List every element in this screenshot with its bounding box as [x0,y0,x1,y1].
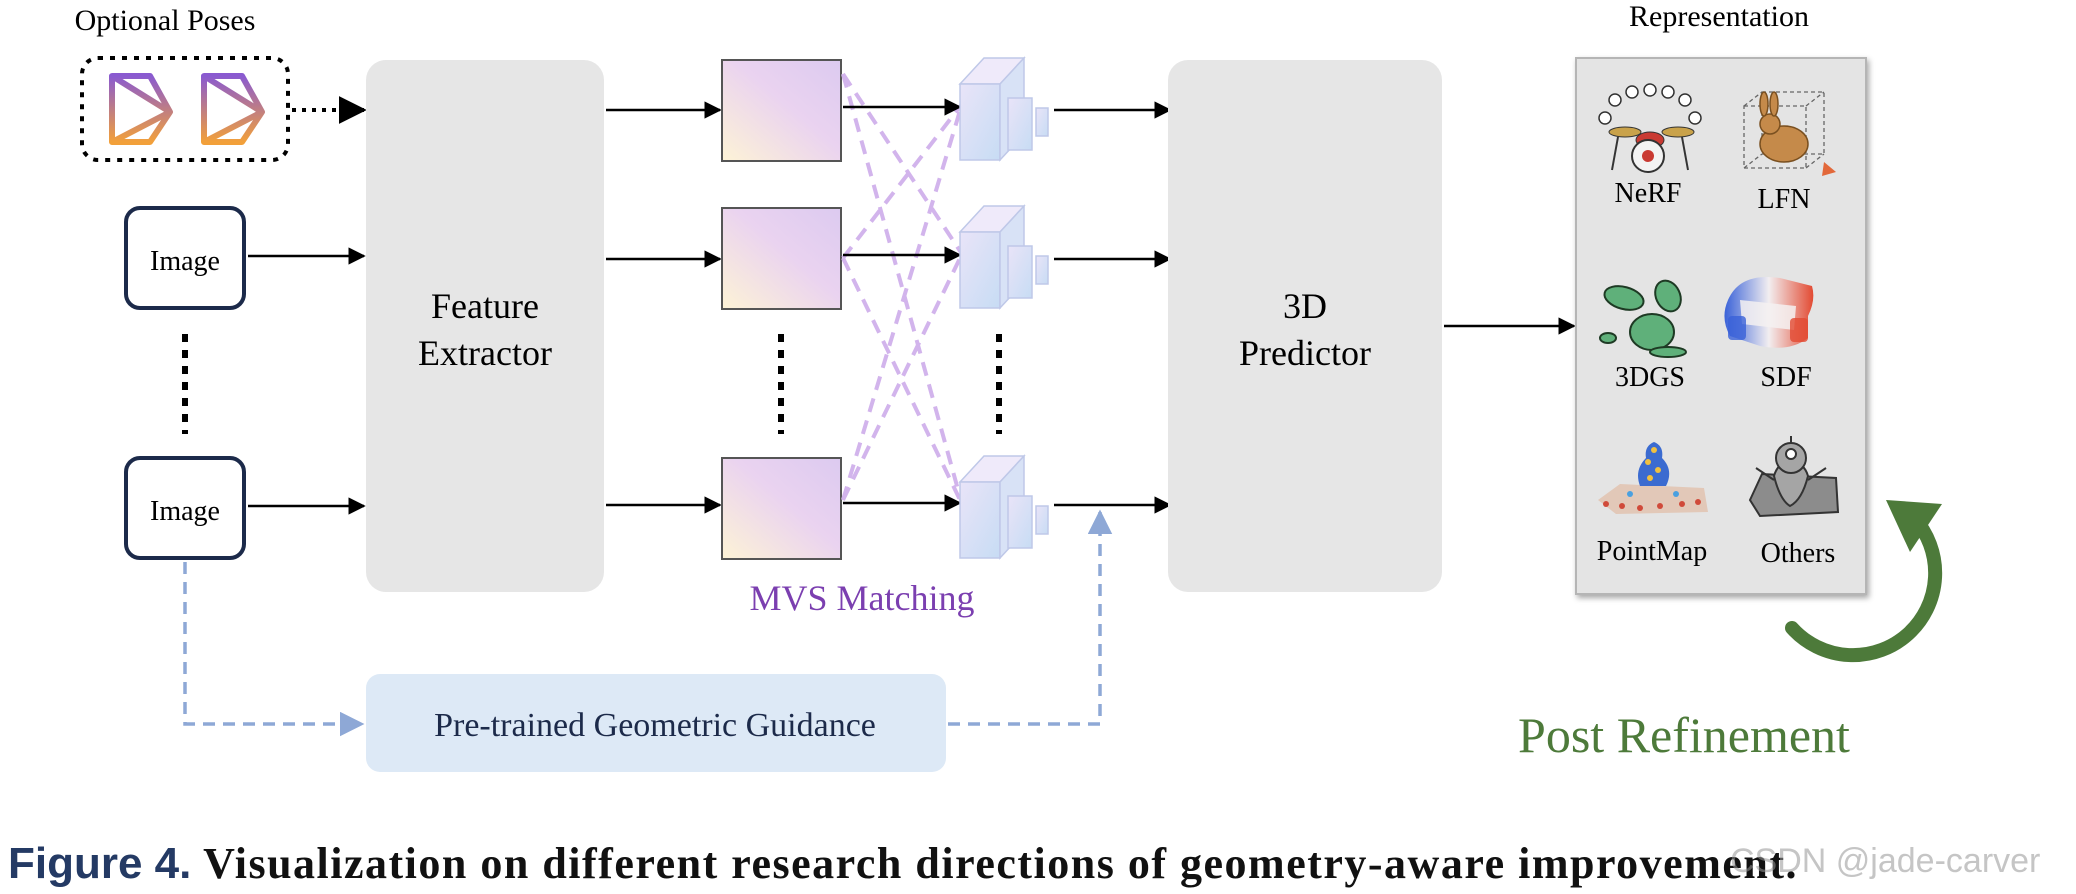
figure-caption: Figure 4. Visualization on different res… [8,838,2076,894]
camera-pose-icon [109,73,173,145]
representation-label-pointmap: PointMap [1597,536,1707,567]
refinement-loop-arrow [1785,511,1943,663]
watermark: CSDN @jade-carver [1730,842,2041,880]
post-refinement-label: Post Refinement [1518,707,1850,763]
cost-volume-1 [958,56,1049,162]
pipeline-diagram: Optional Poses Image Image Feature Extra… [75,0,1943,772]
representation-label-others: Others [1761,538,1836,569]
sdf-armchair-icon [1724,276,1814,348]
representation-label-sdf: SDF [1760,362,1811,393]
feature-map-2 [721,207,842,310]
nerf-drums-icon [1598,83,1702,173]
camera-pose-icon [201,73,265,145]
optional-poses-label: Optional Poses [75,4,256,37]
others-mesh-icon [1748,436,1840,518]
optional-poses-box [80,56,290,162]
guidance-label: Pre-trained Geometric Guidance [434,707,876,744]
caption-text: Visualization on different research dire… [191,839,1799,888]
refinement-arrowhead [1886,500,1942,552]
cost-volume-3 [958,454,1049,560]
feature-extractor-label-line2: Extractor [418,333,552,373]
3dgs-gaussians-icon [1599,279,1687,358]
caption-lead: Figure 4. [8,839,192,888]
mvs-matching-label: MVS Matching [750,578,975,618]
image-label-bottom: Image [150,496,220,527]
predictor-block [1168,60,1442,592]
feature-map-1 [721,59,842,162]
feature-map-3 [721,457,842,560]
mvs-matching-lines [841,72,964,505]
guidance-to-predictor-arrow [948,509,1113,726]
cost-volume-2 [958,204,1049,310]
feature-extractor-block [366,60,604,592]
image-to-guidance-arrow [183,562,365,737]
representation-label-3dgs: 3DGS [1615,362,1685,393]
pointmap-icon [1598,442,1708,514]
image-box-bottom [124,456,246,560]
predictor-label-line2: Predictor [1239,333,1371,373]
representation-label-lfn: LFN [1758,184,1811,215]
image-label-top: Image [150,246,220,277]
feature-extractor-label-line1: Feature [431,286,539,326]
representation-label: Representation [1629,0,1809,33]
lfn-bunny-icon [1743,91,1836,176]
guidance-block [366,674,946,772]
image-box-top [124,206,246,310]
representation-label-nerf: NeRF [1615,178,1682,209]
predictor-label-line1: 3D [1283,286,1327,326]
